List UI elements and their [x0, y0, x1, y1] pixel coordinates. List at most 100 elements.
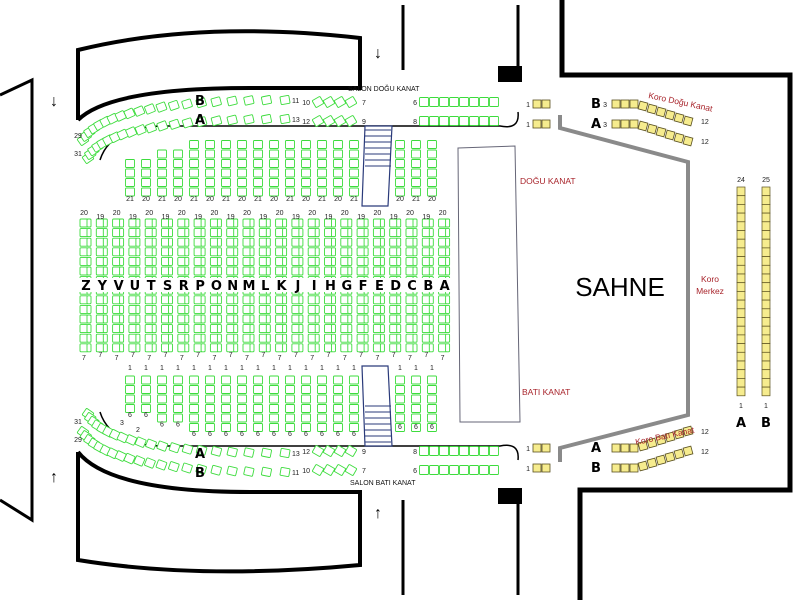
seat-upper-block[interactable] — [301, 159, 311, 168]
seat-lower-block[interactable] — [221, 404, 231, 413]
seat-row-v[interactable] — [119, 228, 125, 238]
seat-row-c[interactable] — [412, 314, 418, 324]
seat-balcony-row-b[interactable] — [261, 466, 272, 477]
seat-balcony-group3[interactable] — [469, 465, 479, 475]
seat-row-m[interactable] — [249, 295, 255, 305]
seat-row-g[interactable] — [347, 333, 353, 343]
seat-lower-block[interactable] — [301, 413, 311, 423]
seat-lower-block[interactable] — [285, 394, 295, 404]
seat-lower-block[interactable] — [301, 423, 311, 432]
choir-center-seat[interactable] — [761, 264, 771, 275]
choir-seat[interactable] — [637, 100, 649, 112]
seat-row-v[interactable] — [119, 314, 125, 324]
seat-row-z[interactable] — [86, 314, 92, 324]
seat-upper-block[interactable] — [333, 187, 343, 197]
choir-seat[interactable] — [620, 99, 630, 109]
seat-row-t[interactable] — [151, 218, 157, 228]
seat-lower-block[interactable] — [221, 423, 231, 432]
seat-lower-block[interactable] — [141, 385, 151, 394]
seat-lower-block[interactable] — [237, 385, 247, 394]
seat-row-s[interactable] — [168, 343, 173, 353]
seat-row-e[interactable] — [379, 333, 385, 343]
seat-balcony-row-a[interactable] — [145, 122, 157, 134]
seat-lower-block[interactable] — [411, 375, 421, 385]
seat-row-f[interactable] — [363, 343, 369, 353]
seat-row-u[interactable] — [135, 247, 141, 257]
choir-seat[interactable] — [646, 457, 658, 469]
seat-row-g[interactable] — [347, 247, 353, 257]
seat-lower-block[interactable] — [349, 404, 359, 413]
seat-row-u[interactable] — [135, 343, 141, 353]
seat-upper-block[interactable] — [205, 187, 215, 197]
choir-seat[interactable] — [655, 434, 667, 446]
choir-seat[interactable] — [673, 112, 685, 124]
seat-row-n[interactable] — [233, 324, 239, 334]
seat-row-l[interactable] — [265, 256, 271, 266]
seat-row-y[interactable] — [102, 218, 108, 228]
seat-upper-block[interactable] — [173, 149, 183, 159]
seat-row-t[interactable] — [151, 333, 157, 343]
seat-row-t[interactable] — [151, 314, 157, 324]
seat-row-u[interactable] — [135, 218, 141, 228]
seat-row-n[interactable] — [233, 304, 239, 314]
seat-row-b[interactable] — [428, 324, 434, 334]
seat-row-d[interactable] — [396, 228, 402, 238]
seat-balcony-group3[interactable] — [439, 465, 449, 475]
seat-row-m[interactable] — [249, 256, 255, 266]
seat-row-z[interactable] — [86, 237, 92, 247]
seat-upper-block[interactable] — [269, 149, 279, 159]
seat-lower-block[interactable] — [333, 423, 343, 432]
seat-row-d[interactable] — [396, 324, 402, 334]
seat-upper-block[interactable] — [349, 168, 359, 178]
seat-upper-block[interactable] — [317, 168, 327, 178]
seat-row-n[interactable] — [233, 247, 239, 257]
seat-row-v[interactable] — [119, 295, 125, 305]
seat-upper-block[interactable] — [189, 187, 199, 197]
seat-balcony-group3[interactable] — [429, 465, 439, 475]
seat-upper-block[interactable] — [333, 168, 343, 178]
seat-row-j[interactable] — [298, 333, 304, 343]
seat-row-s[interactable] — [168, 333, 173, 343]
seat-row-l[interactable] — [265, 314, 271, 324]
seat-row-f[interactable] — [363, 295, 369, 305]
seat-lower-block[interactable] — [427, 404, 437, 413]
seat-row-v[interactable] — [119, 333, 125, 343]
seat-row-c[interactable] — [412, 295, 418, 305]
seat-upper-block[interactable] — [285, 178, 295, 187]
seat-upper-block[interactable] — [221, 187, 231, 197]
seat-row-p[interactable] — [200, 333, 206, 343]
seat-row-u[interactable] — [135, 304, 141, 314]
seat-row-p[interactable] — [200, 295, 206, 305]
seat-upper-block[interactable] — [317, 140, 327, 149]
seat-balcony-row-b[interactable] — [195, 463, 207, 475]
seat-row-s[interactable] — [168, 266, 173, 276]
seat-lower-block[interactable] — [349, 423, 359, 432]
choir-center-seat[interactable] — [736, 343, 746, 353]
seat-balcony-row-a[interactable] — [279, 113, 291, 125]
seat-row-k[interactable] — [282, 343, 288, 353]
seat-upper-block[interactable] — [253, 159, 263, 168]
choir-center-seat[interactable] — [736, 299, 746, 310]
choir-seat[interactable] — [629, 99, 639, 109]
choir-center-seat[interactable] — [761, 308, 771, 318]
seat-upper-block[interactable] — [349, 178, 359, 187]
seat-upper-block[interactable] — [333, 178, 343, 187]
seat-lower-block[interactable] — [221, 385, 231, 394]
choir-center-seat[interactable] — [736, 186, 746, 197]
seat-row-u[interactable] — [135, 266, 141, 276]
seat-balcony-group3[interactable] — [439, 97, 449, 107]
seat-row-g[interactable] — [347, 266, 353, 276]
seat-balcony-group3[interactable] — [459, 446, 469, 456]
seat-row-e[interactable] — [379, 247, 385, 257]
seat-balcony-group2[interactable] — [312, 96, 324, 108]
seat-row-t[interactable] — [151, 228, 157, 238]
seat-upper-block[interactable] — [157, 178, 167, 187]
seat-upper-block[interactable] — [189, 149, 199, 159]
seat-upper-block[interactable] — [205, 159, 215, 168]
choir-center-seat[interactable] — [736, 195, 746, 205]
choir-center-seat[interactable] — [761, 343, 771, 353]
choir-center-seat[interactable] — [761, 273, 771, 284]
seat-upper-block[interactable] — [125, 178, 135, 187]
seat-row-u[interactable] — [135, 314, 141, 324]
choir-center-seat[interactable] — [736, 221, 746, 231]
